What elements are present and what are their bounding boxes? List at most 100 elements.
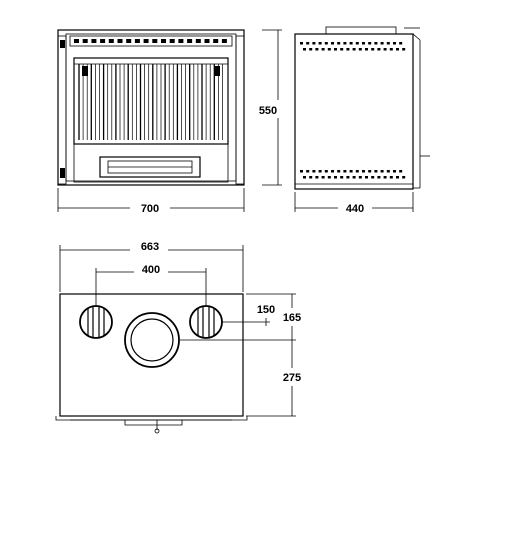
center-offset-label: 275 — [283, 372, 301, 384]
side-vent-dot — [402, 176, 406, 179]
side-vent-dot — [362, 42, 365, 45]
side-vent-dot — [315, 48, 319, 51]
side-vent-dot — [327, 48, 331, 51]
lower-frame — [73, 143, 229, 183]
side-vent-dot — [346, 176, 350, 179]
top-vent-slot — [161, 39, 166, 43]
top-vent-slot — [195, 39, 201, 43]
side-vent-dot — [374, 170, 378, 173]
side-vent-dot — [380, 170, 384, 173]
side-vent-dot — [355, 170, 359, 173]
ash-drawer — [99, 156, 201, 178]
top-vent-slot — [143, 39, 149, 43]
firebox-bracket — [214, 66, 220, 76]
side-vent-dot — [300, 170, 303, 173]
side-vent-dot — [346, 48, 350, 51]
firebox-bracket — [82, 66, 88, 76]
side-vent-dot — [368, 170, 372, 173]
side-vent-dot — [393, 170, 396, 173]
top-vent-slot — [152, 39, 158, 43]
side-vent-dot — [371, 48, 375, 51]
side-vent-dot — [321, 48, 325, 51]
front-height-label: 550 — [259, 105, 277, 117]
side-vent-dot — [324, 170, 328, 173]
side-vent-dot — [377, 48, 381, 51]
side-vent-dot — [318, 170, 322, 173]
side-vent-dot — [324, 42, 328, 45]
top-vent-slot — [74, 39, 79, 43]
side-vent-dot — [312, 170, 316, 173]
top-vent-slot — [126, 39, 132, 43]
front-width-label: 700 — [141, 203, 159, 215]
side-vent-dot — [340, 176, 344, 179]
left-hinge — [60, 168, 65, 178]
side-vent-dot — [334, 48, 337, 51]
side-vent-dot — [309, 176, 313, 179]
side-vent-dot — [389, 176, 393, 179]
side-vent-dot — [402, 48, 406, 51]
side-vent-dot — [306, 170, 310, 173]
side-vents-top — [300, 42, 406, 51]
ash-drawer-knob — [154, 428, 160, 434]
side-vent-dot — [352, 48, 356, 51]
top-grille-band — [69, 35, 233, 47]
top-vent-slot — [100, 39, 106, 43]
side-vent-dot — [355, 42, 359, 45]
left-side-post — [57, 35, 67, 185]
top-front-lip — [55, 416, 248, 421]
side-vent-dot — [309, 48, 313, 51]
top-vent-slot — [82, 39, 88, 43]
left-top-hinge — [60, 40, 65, 48]
side-vent-dot — [337, 170, 341, 173]
top-vent-slot — [169, 39, 175, 43]
side-vent-dot — [396, 48, 399, 51]
top-vent-slot — [187, 39, 193, 43]
top-width-label: 663 — [141, 241, 159, 253]
top-view: 663 400 150 165 275 — [55, 241, 301, 434]
side-vent-dot — [368, 42, 372, 45]
side-vent-dot — [358, 48, 362, 51]
top-vent-row — [74, 39, 227, 43]
side-vent-dot — [318, 42, 322, 45]
top-vent-slot — [221, 39, 227, 43]
left-outlet — [79, 305, 113, 339]
side-vent-dot — [327, 176, 331, 179]
side-vent-dot — [380, 42, 384, 45]
top-vent-slot — [204, 39, 210, 43]
side-vents-bottom — [300, 170, 406, 179]
firebox-slats — [74, 63, 228, 140]
side-vent-dot — [349, 170, 353, 173]
side-vent-dot — [386, 42, 390, 45]
side-vent-dot — [399, 42, 403, 45]
side-vent-dot — [337, 42, 341, 45]
side-vent-dot — [331, 170, 334, 173]
small-outlet-label: 150 — [257, 304, 275, 316]
front-view: 700 550 — [57, 29, 282, 215]
top-vent-slot — [117, 39, 123, 43]
side-vent-dot — [386, 170, 390, 173]
side-vent-dot — [389, 48, 393, 51]
right-outlet — [189, 305, 223, 339]
side-vent-dot — [365, 176, 368, 179]
side-view: 440 — [294, 26, 430, 215]
side-vent-dot — [383, 176, 387, 179]
top-vent-slot — [108, 39, 114, 43]
side-vent-dot — [349, 42, 353, 45]
side-depth-label: 440 — [346, 203, 364, 215]
front-offset-label: 165 — [283, 312, 301, 324]
side-vent-dot — [331, 42, 334, 45]
side-vent-dot — [303, 176, 306, 179]
side-vent-dot — [306, 42, 310, 45]
right-side-post — [235, 35, 245, 185]
top-vent-slot — [134, 39, 140, 43]
side-vent-dot — [315, 176, 319, 179]
side-vent-dot — [396, 176, 399, 179]
side-vent-dot — [393, 42, 396, 45]
side-vent-dot — [358, 176, 362, 179]
top-vent-slot — [178, 39, 184, 43]
top-vent-slot — [91, 39, 97, 43]
side-vent-dot — [300, 42, 303, 45]
side-vent-dot — [371, 176, 375, 179]
side-vent-dot — [374, 42, 378, 45]
top-ash-drawer-edge — [124, 420, 183, 426]
